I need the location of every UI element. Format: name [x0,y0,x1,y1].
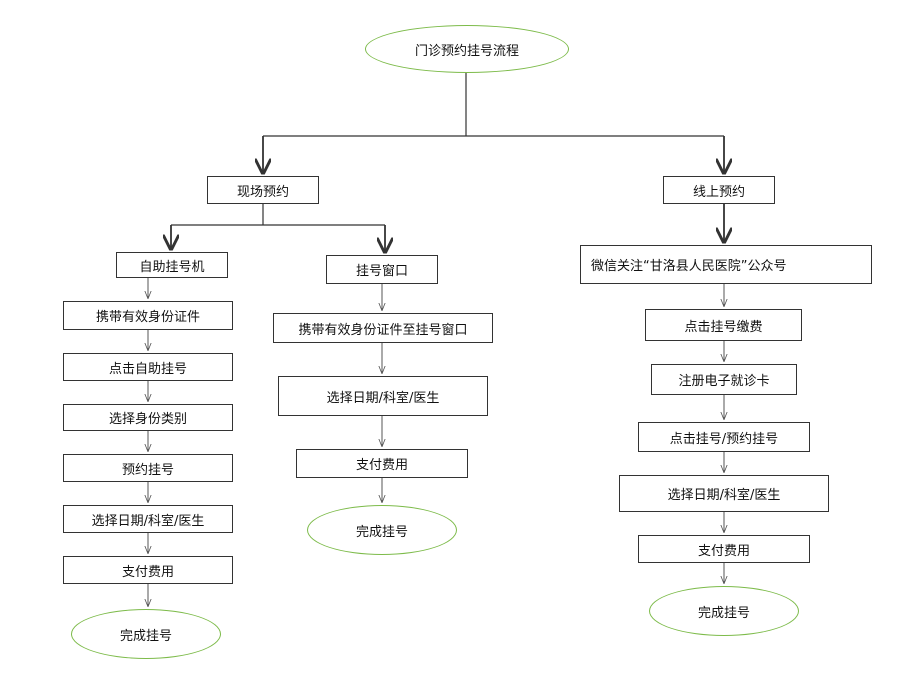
onsite-node: 现场预约 [207,176,319,204]
window-end-node: 完成挂号 [307,505,457,555]
wechat-step: 点击挂号缴费 [645,309,802,341]
wechat-step: 支付费用 [638,535,810,563]
kiosk-step: 选择日期/科室/医生 [63,505,233,533]
window-step: 支付费用 [296,449,468,478]
online-node: 线上预约 [663,176,775,204]
window-node: 挂号窗口 [326,255,438,284]
kiosk-end-node: 完成挂号 [71,609,221,659]
wechat-step: 注册电子就诊卡 [651,364,797,395]
kiosk-step: 点击自助挂号 [63,353,233,381]
kiosk-step: 预约挂号 [63,454,233,482]
wechat-end-node: 完成挂号 [649,586,799,636]
window-step: 携带有效身份证件至挂号窗口 [273,313,493,343]
wechat-step: 选择日期/科室/医生 [619,475,829,512]
window-step: 选择日期/科室/医生 [278,376,488,416]
kiosk-node: 自助挂号机 [116,252,228,278]
kiosk-step: 选择身份类别 [63,404,233,431]
kiosk-step: 携带有效身份证件 [63,301,233,330]
wechat-node: 微信关注“甘洛县人民医院”公众号 [580,245,872,284]
wechat-step: 点击挂号/预约挂号 [638,422,810,452]
kiosk-step: 支付费用 [63,556,233,584]
root-node: 门诊预约挂号流程 [365,25,569,73]
